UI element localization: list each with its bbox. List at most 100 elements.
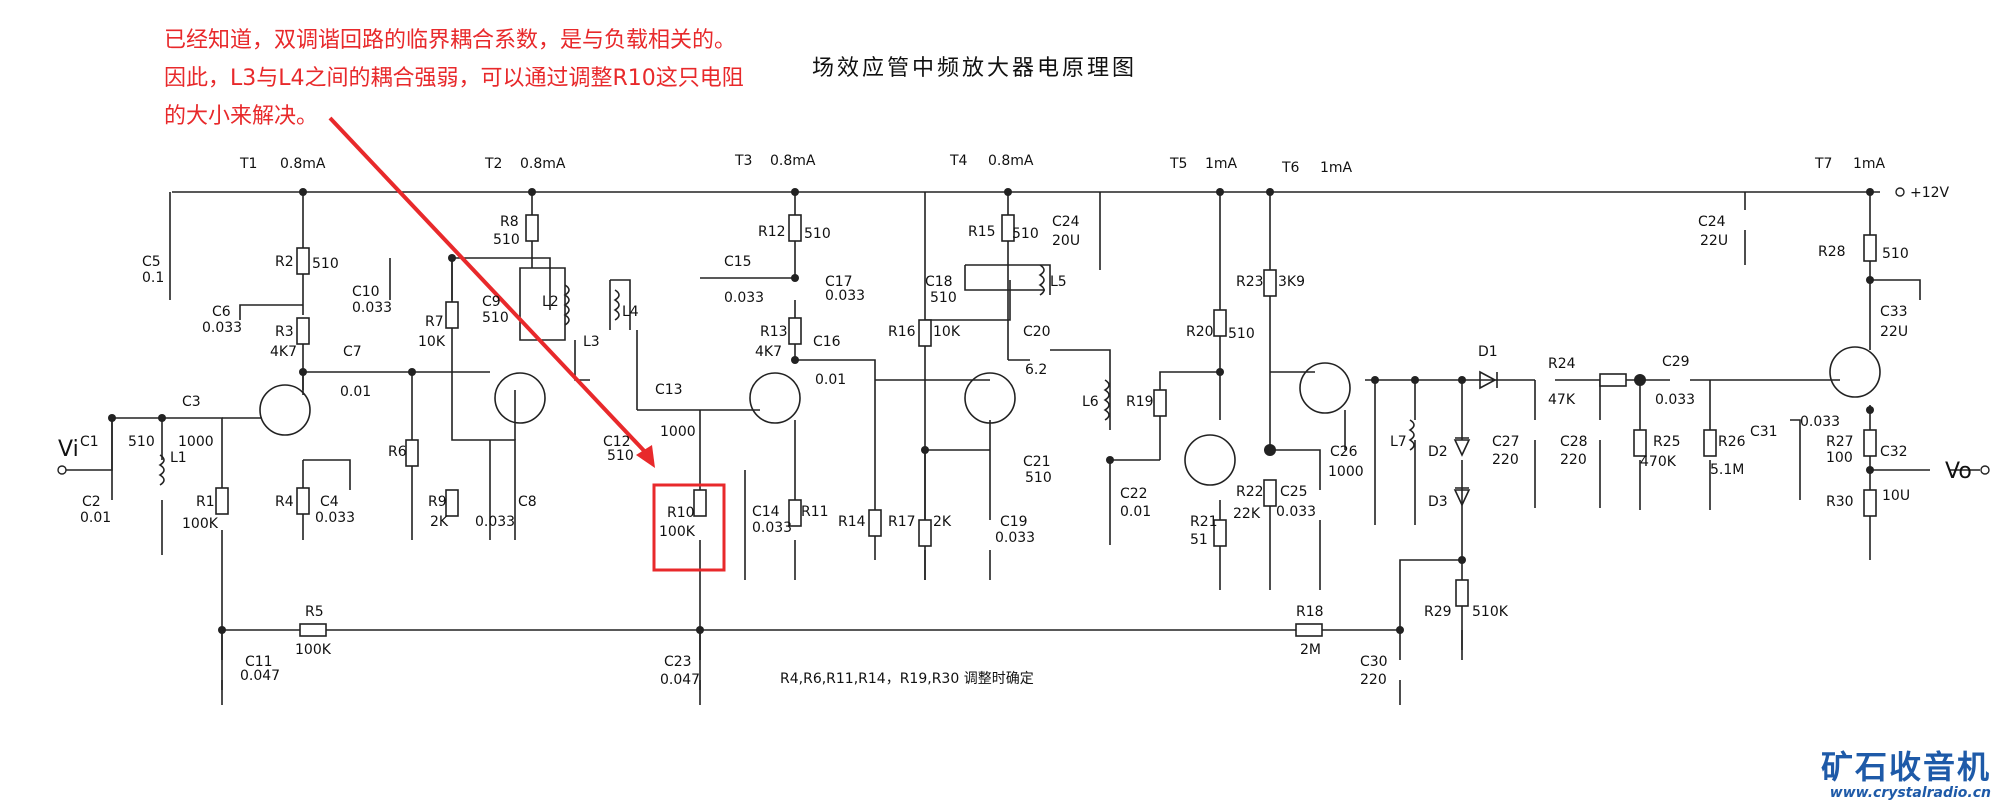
- l2-name: L2: [542, 294, 559, 310]
- c16-name: C16: [813, 334, 841, 350]
- r22-name: R22: [1236, 484, 1264, 500]
- c28-value: 220: [1560, 452, 1587, 468]
- r5-value: 100K: [295, 642, 332, 658]
- r11-name: R11: [801, 504, 829, 520]
- c21-value: 510: [1025, 470, 1052, 486]
- r14-name: R14: [838, 514, 866, 530]
- c10-value: 0.033: [352, 300, 392, 316]
- r17-value: 2K: [933, 514, 952, 530]
- c27-value: 220: [1492, 452, 1519, 468]
- c25-value: 0.033: [1276, 504, 1316, 520]
- pointer-line: [328, 116, 650, 457]
- r28-value: 510: [1882, 246, 1909, 262]
- output-terminal: [1980, 465, 1990, 475]
- r5-name: R5: [305, 604, 324, 620]
- r18-name: R18: [1296, 604, 1324, 620]
- brand-logo-text: 矿石收音机: [1820, 748, 1991, 786]
- t1-name: T1: [239, 156, 257, 172]
- input-label: Vi: [58, 437, 79, 462]
- c10-name: C10: [352, 284, 380, 300]
- r8-name: R8: [500, 214, 519, 230]
- r15-name: R15: [968, 224, 996, 240]
- resistors: [215, 214, 1877, 637]
- l3-name: L3: [583, 334, 600, 350]
- r17-name: R17: [888, 514, 916, 530]
- t5-current: 1mA: [1205, 156, 1238, 172]
- r26-name: R26: [1718, 434, 1746, 450]
- c29-name: C29: [1662, 354, 1690, 370]
- c18-name: C18: [925, 274, 953, 290]
- t6-current: 1mA: [1320, 160, 1353, 176]
- c33-name: C33: [1880, 304, 1908, 320]
- r22-value: 22K: [1233, 506, 1261, 522]
- t5-name: T5: [1169, 156, 1187, 172]
- c8-value: 0.033: [475, 514, 515, 530]
- d3-name: D3: [1428, 494, 1448, 510]
- c2-name: C2: [82, 494, 101, 510]
- r18-value: 2M: [1300, 642, 1321, 658]
- l6-name: L6: [1082, 394, 1099, 410]
- c9-name: C9: [482, 294, 501, 310]
- r30-name: R30: [1826, 494, 1854, 510]
- r12-value: 510: [804, 226, 831, 242]
- r29-value: 510K: [1472, 604, 1509, 620]
- c14-name: C14: [752, 504, 780, 520]
- c11-value: 0.047: [240, 668, 280, 684]
- c30-value: 220: [1360, 672, 1387, 688]
- c19-name: C19: [1000, 514, 1028, 530]
- junction-dots: [108, 188, 1874, 634]
- l1-name: L1: [170, 450, 187, 466]
- r2-value: 510: [312, 256, 339, 272]
- c24a-value: 20U: [1052, 233, 1080, 249]
- c12-value: 510: [607, 448, 634, 464]
- r7-name: R7: [425, 314, 444, 330]
- r20-value: 510: [1228, 326, 1255, 342]
- annotation-line-2: 因此，L3与L4之间的耦合强弱，可以通过调整R10这只电阻: [164, 66, 744, 91]
- r24-value: 47K: [1548, 392, 1576, 408]
- r10-highlight-box: [652, 483, 726, 572]
- c26-value: 1000: [1328, 464, 1364, 480]
- input-terminal: [57, 465, 67, 475]
- c20-value: 6.2: [1025, 362, 1047, 378]
- r3-name: R3: [275, 324, 294, 340]
- t7-name: T7: [1814, 156, 1832, 172]
- r28-name: R28: [1818, 244, 1846, 260]
- annotation-line-1: 已经知道，双调谐回路的临界耦合系数，是与负载相关的。: [164, 28, 737, 53]
- c15-name: C15: [724, 254, 752, 270]
- t3-current: 0.8mA: [770, 153, 816, 169]
- diode-symbols: [1453, 370, 1498, 507]
- r20-name: R20: [1186, 324, 1214, 340]
- l5-name: L5: [1050, 274, 1067, 290]
- r13-name: R13: [760, 324, 788, 340]
- c17-name: C17: [825, 274, 853, 290]
- r2-name: R2: [275, 254, 294, 270]
- r9-value: 2K: [430, 514, 449, 530]
- r4-name: R4: [275, 494, 294, 510]
- r16-name: R16: [888, 324, 916, 340]
- l4-name: L4: [622, 304, 639, 320]
- r27-value: 100: [1826, 450, 1853, 466]
- c17-value: 0.033: [825, 288, 865, 304]
- output-label: Vo: [1945, 459, 1972, 484]
- r26-value: 5.1M: [1710, 462, 1744, 478]
- c18-value: 510: [930, 290, 957, 306]
- r12-name: R12: [758, 224, 786, 240]
- r19-name: R19: [1126, 394, 1154, 410]
- r16-value: 10K: [933, 324, 961, 340]
- annotation-line-3: 的大小来解决。: [164, 104, 319, 129]
- r29-name: R29: [1424, 604, 1452, 620]
- c26-name: C26: [1330, 444, 1358, 460]
- r1-value: 100K: [182, 516, 219, 532]
- supply-terminal: [1895, 187, 1905, 197]
- t4-name: T4: [949, 153, 968, 169]
- r21-name: R21: [1190, 514, 1218, 530]
- t2-name: T2: [484, 156, 502, 172]
- c8-name: C8: [518, 494, 537, 510]
- r6-name: R6: [388, 444, 407, 460]
- t7-current: 1mA: [1853, 156, 1886, 172]
- c33-value: 22U: [1880, 324, 1908, 340]
- d2-name: D2: [1428, 444, 1448, 460]
- adjust-note: R4,R6,R11,R14，R19,R30 调整时确定: [780, 671, 1034, 687]
- c3-name: C3: [182, 394, 201, 410]
- c1-value: 510: [128, 434, 155, 450]
